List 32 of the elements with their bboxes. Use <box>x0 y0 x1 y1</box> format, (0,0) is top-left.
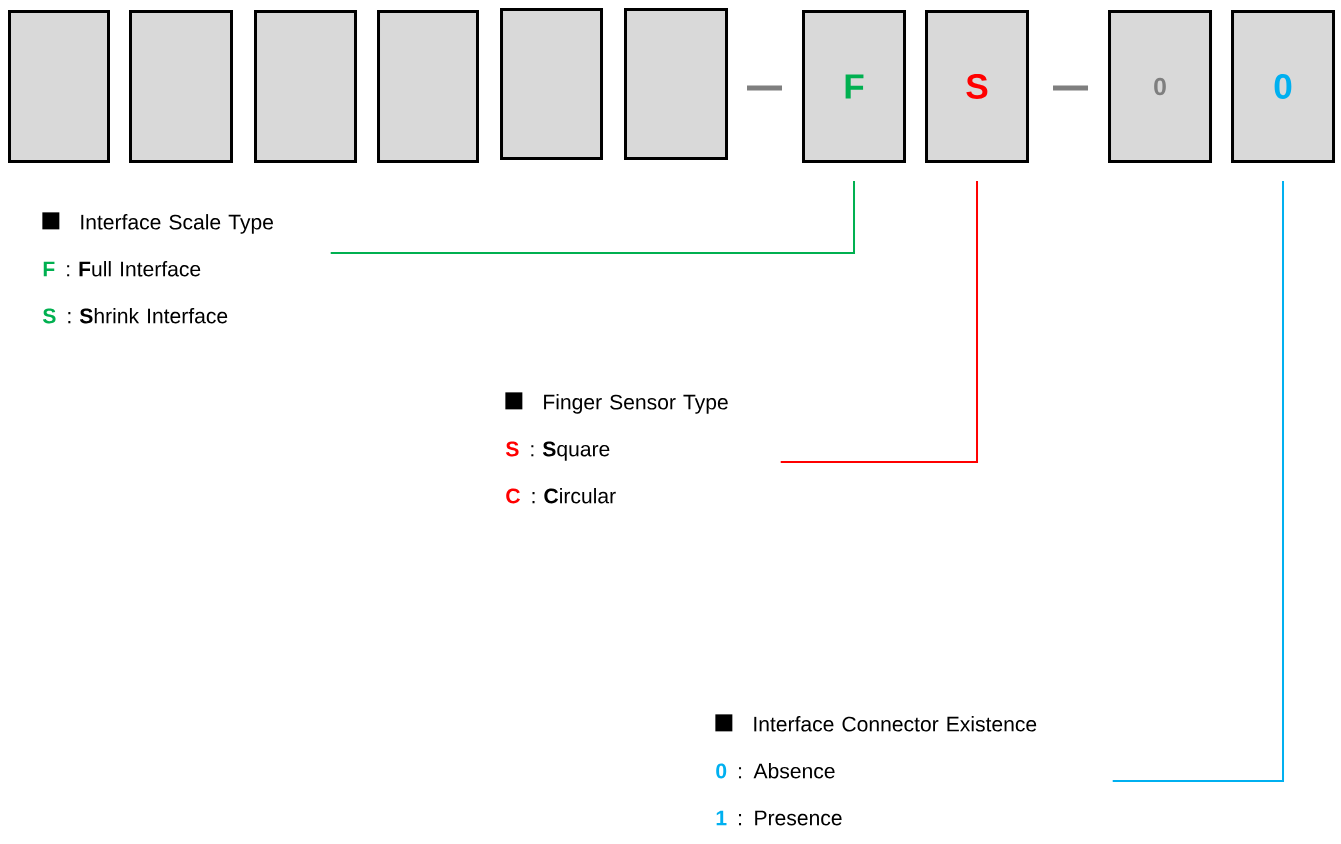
code-letter: 1 <box>716 810 727 826</box>
code-letter: 0 <box>1154 77 1166 96</box>
heading-text: Finger Sensor Type <box>544 394 728 414</box>
option-text: : Shrink Interface <box>68 307 228 324</box>
code-box <box>1108 10 1212 163</box>
option-text: : Circular <box>532 487 616 504</box>
code-letter: C <box>506 488 520 504</box>
heading-text: Interface Scale Type <box>81 214 273 234</box>
code-letter: S <box>505 441 519 457</box>
heading-text: Interface Connector Existence <box>754 716 1037 732</box>
connector-line <box>1111 180 1284 782</box>
option-text: : Square <box>531 441 610 461</box>
connector-line <box>779 180 978 463</box>
code-box <box>624 8 728 160</box>
code-box <box>129 10 233 163</box>
code-letter: F <box>43 261 55 277</box>
connector-line <box>329 180 855 254</box>
code-box <box>802 10 906 163</box>
code-letter: S <box>966 74 988 99</box>
code-letter: 0 <box>1274 74 1292 99</box>
code-box <box>500 8 603 160</box>
code-box <box>377 10 479 163</box>
code-box <box>8 10 110 163</box>
option-text: : Full Interface <box>67 261 201 277</box>
code-box <box>925 10 1029 163</box>
code-letter: S <box>42 308 56 324</box>
option-text: : Absence <box>739 763 835 779</box>
option-text: : Presence <box>739 810 842 826</box>
code-letter: F <box>845 74 864 99</box>
code-box <box>1231 10 1335 163</box>
code-letter: 0 <box>716 763 727 779</box>
code-box <box>254 10 357 163</box>
